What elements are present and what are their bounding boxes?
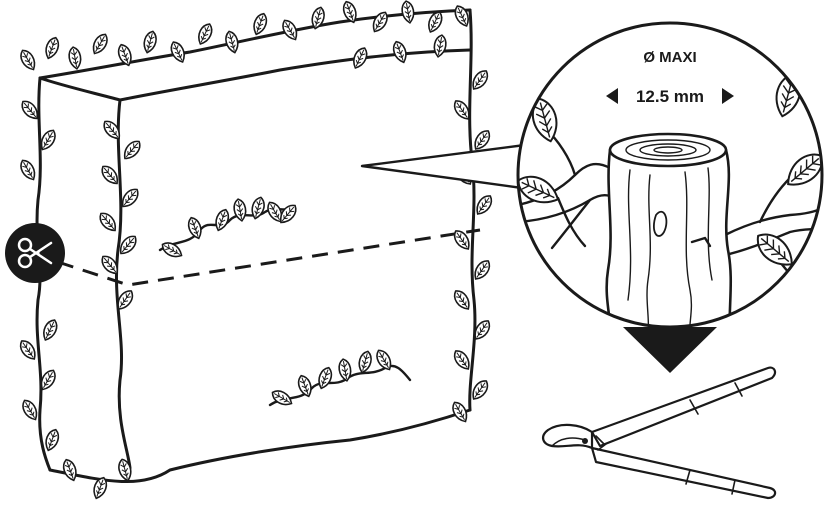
diameter-value: 12.5 mm xyxy=(636,87,704,106)
magnified-branch-view xyxy=(516,21,824,329)
loppers-icon xyxy=(542,366,777,500)
sprig-lower xyxy=(268,346,412,410)
callout-pointer xyxy=(360,143,527,190)
hedge-outline xyxy=(35,8,477,484)
cut-line xyxy=(57,228,481,287)
right-arrow-icon xyxy=(722,88,734,104)
diameter-dimension: 12.5 mm xyxy=(606,87,734,106)
sprig-upper xyxy=(158,195,301,262)
left-arrow-icon xyxy=(606,88,618,104)
diameter-label: Ø MAXI xyxy=(643,49,696,66)
scissors-icon xyxy=(5,223,65,283)
down-arrow-icon xyxy=(623,327,717,373)
